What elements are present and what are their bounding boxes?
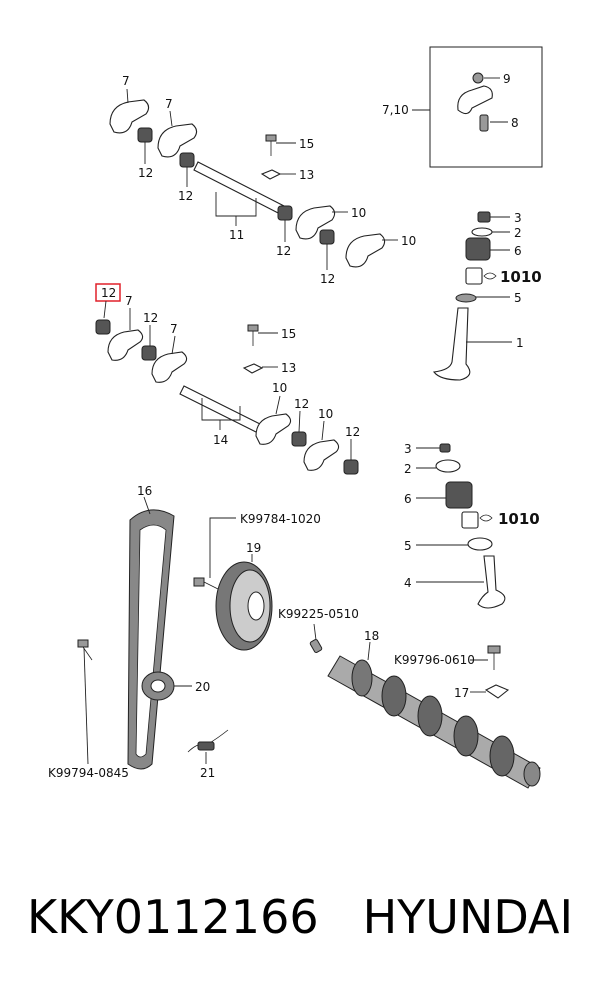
label-tensioner-20: 20 [195,680,210,694]
label-shaft-14: 14 [213,433,228,447]
label-rocker-7b: 7 [165,97,173,111]
label-sprocket-19: 19 [246,541,261,555]
label-rocker-10c: 10 [272,381,287,395]
label-spring-12g: 12 [345,425,360,439]
label-nut-9: 9 [503,72,511,86]
label-screw-8: 8 [511,116,519,130]
label-spring-6b: 6 [404,492,412,506]
label-spring-12b: 12 [178,189,193,203]
label-rocker-7d: 7 [170,322,178,336]
label-highlighted-12: 12 [101,286,116,300]
timing-belt-assembly: 16 20 21 K99794-0845 K99784-1020 19 K992… [48,484,541,789]
part-number: KKY0112166 [26,890,319,944]
label-clip-13b: 13 [281,361,296,375]
label-spring-12f: 12 [294,397,309,411]
label-shaft-11: 11 [229,228,244,242]
label-spring-12a: 12 [138,166,153,180]
label-seal-1010b: 1010 [498,510,540,528]
label-retainer-2a: 2 [514,226,522,240]
label-rocker-10b: 10 [401,234,416,248]
inset-box: 7,10 9 8 [382,46,543,168]
label-spring-21: 21 [200,766,215,780]
footer: KKY0112166 HYUNDAI [0,862,600,972]
label-clip-13a: 13 [299,168,314,182]
parts-diagram: 7,10 9 8 7 7 12 12 [48,46,543,789]
upper-rocker-assembly: 7 7 12 12 15 13 11 10 10 12 12 [109,74,416,286]
label-retainer-2b: 2 [404,462,412,476]
label-valve-1: 1 [516,336,524,350]
label-seat-5a: 5 [514,291,522,305]
label-keeper-3b: 3 [404,442,412,456]
label-bolt-k99794: K99794-0845 [48,766,129,780]
label-seal-1010a: 1010 [500,268,542,286]
label-bolt-k99784: K99784-1020 [240,512,321,526]
label-bracket-17: 17 [454,686,469,700]
label-pin-k99225: K99225-0510 [278,607,359,621]
label-spring-12c: 12 [276,244,291,258]
label-spring-6a: 6 [514,244,522,258]
label-belt-16: 16 [137,484,152,498]
highlight-box [95,283,121,302]
label-bolt-k99796: K99796-0610 [394,653,475,667]
label-camshaft-18: 18 [364,629,379,643]
upper-valve-set: 3 2 6 1010 5 1 [432,211,542,381]
label-rocker-10d: 10 [318,407,333,421]
label-bolt-15b: 15 [281,327,296,341]
label-valve-4: 4 [404,576,412,590]
label-rocker-10a: 10 [351,206,366,220]
label-rocker-7a: 7 [122,74,130,88]
label-spring-12e: 12 [143,311,158,325]
label-rocker-7c: 7 [125,294,133,308]
label-bolt-15a: 15 [299,137,314,151]
label-keeper-3a: 3 [514,211,522,225]
label-spring-12d: 12 [320,272,335,286]
label-inset-ref: 7,10 [382,103,409,117]
brand-name: HYUNDAI [362,890,574,944]
lower-rocker-assembly: 12 7 12 7 15 13 14 10 12 10 [95,283,360,475]
label-seat-5b: 5 [404,539,412,553]
lower-valve-set: 3 2 6 1010 5 4 [404,442,540,609]
